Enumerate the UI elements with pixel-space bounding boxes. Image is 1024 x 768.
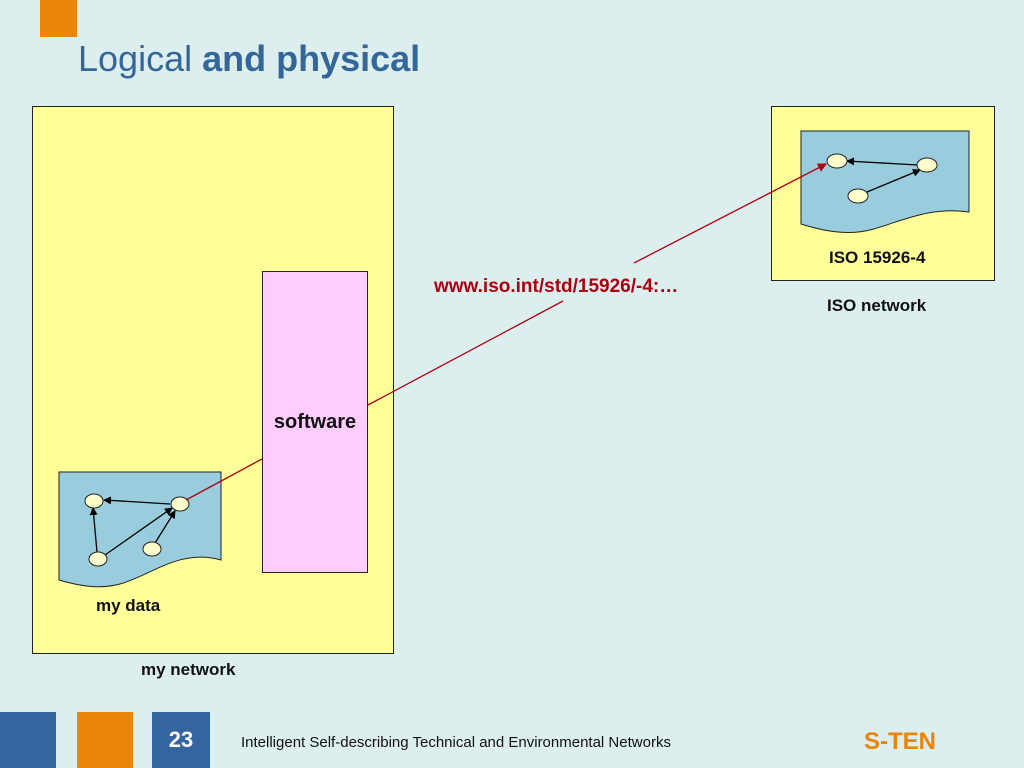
page-title: Logical and physical bbox=[78, 38, 420, 80]
iso-data-edge bbox=[866, 168, 921, 193]
footer-text: Intelligent Self-describing Technical an… bbox=[241, 734, 671, 751]
software-label: software bbox=[273, 411, 357, 433]
my-data-edge bbox=[103, 496, 171, 505]
iso-data-edge bbox=[846, 157, 919, 166]
my-data-node bbox=[170, 496, 190, 512]
iso-data-node bbox=[847, 188, 869, 204]
url-link-label[interactable]: www.iso.int/std/15926/-4:… bbox=[434, 276, 679, 297]
iso-network-label: ISO network bbox=[827, 296, 927, 315]
my-data-node bbox=[142, 541, 162, 557]
iso-data-node bbox=[826, 153, 848, 169]
title-bold: and physical bbox=[202, 38, 421, 79]
my-data-edge bbox=[104, 507, 173, 556]
my-network-label: my network bbox=[141, 660, 236, 679]
my-data-node bbox=[84, 493, 104, 509]
iso-doc-label: ISO 15926-4 bbox=[829, 248, 926, 267]
my-data-document bbox=[58, 471, 222, 588]
my-data-label: my data bbox=[96, 596, 161, 615]
iso-data-node bbox=[916, 157, 938, 173]
my-data-edge bbox=[89, 507, 98, 553]
my-data-node bbox=[88, 551, 108, 567]
link-line bbox=[185, 458, 263, 501]
my-data-edge bbox=[154, 510, 176, 544]
link-line bbox=[633, 163, 827, 264]
link-line bbox=[367, 300, 564, 406]
brand-logo-text: S-TEN bbox=[864, 728, 936, 755]
footer-blue-square bbox=[0, 712, 56, 768]
page-number: 23 bbox=[152, 712, 210, 768]
top-orange-square bbox=[40, 0, 77, 37]
title-regular: Logical bbox=[78, 38, 203, 79]
footer-orange-square bbox=[77, 712, 133, 768]
software-box bbox=[262, 271, 368, 573]
iso-document bbox=[800, 130, 970, 233]
